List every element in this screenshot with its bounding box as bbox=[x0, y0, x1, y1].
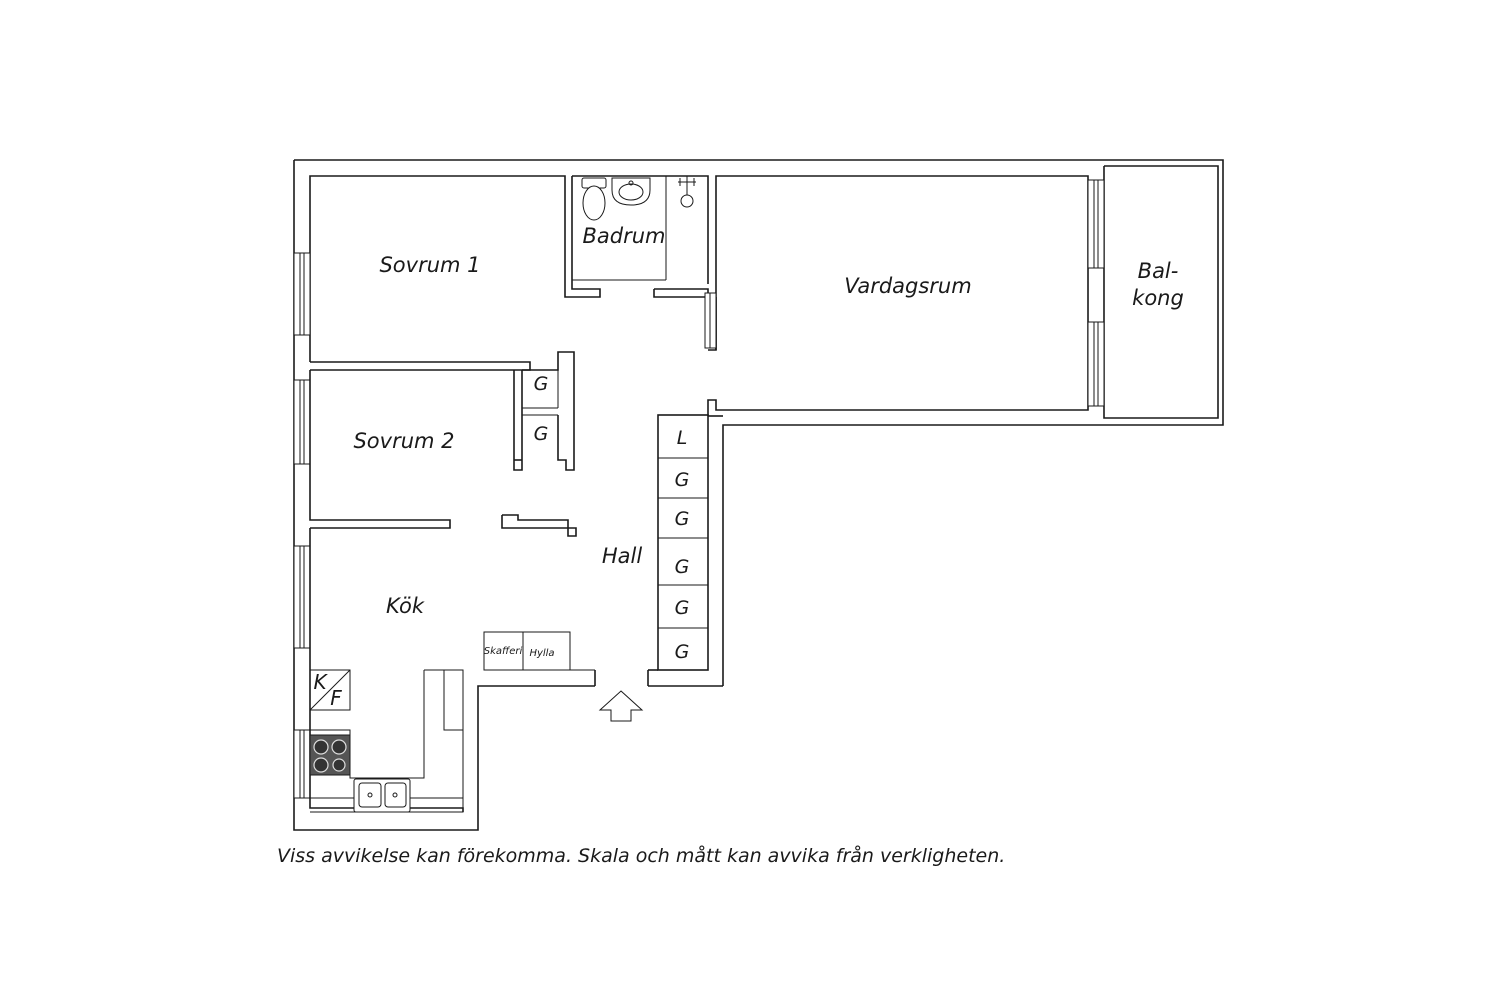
bedroom-2-walls bbox=[309, 370, 523, 529]
stove-icon bbox=[309, 734, 351, 776]
entrance-arrow-icon bbox=[598, 690, 644, 722]
closet-label-wardrobe-1: G bbox=[534, 373, 549, 395]
fridge-label-f: F bbox=[330, 686, 342, 710]
fridge-label-k: K bbox=[313, 670, 328, 694]
room-label-badrum: Badrum bbox=[582, 224, 665, 248]
closet-label-hall-wardrobe-3: G bbox=[675, 556, 690, 578]
room-label-vardagsrum: Vardagsrum bbox=[844, 274, 971, 298]
room-label-balkong-line1: Bal- bbox=[1138, 259, 1179, 283]
closet-label-hall-wardrobe-1: G bbox=[675, 469, 690, 491]
disclaimer-text: Viss avvikelse kan förekomma. Skala och … bbox=[277, 844, 1005, 867]
pantry-shelf-block bbox=[483, 631, 596, 686]
closet-label-hall-wardrobe-4: G bbox=[675, 597, 690, 619]
closet-label-wardrobe-2: G bbox=[534, 423, 549, 445]
toilet-icon bbox=[581, 177, 607, 221]
room-label-balkong-line2: kong bbox=[1132, 286, 1184, 310]
pantry-label: Skafferi bbox=[484, 646, 523, 657]
closet-label-linen: L bbox=[677, 427, 688, 449]
closet-label-hall-wardrobe-2: G bbox=[675, 508, 690, 530]
room-label-sovrum-1: Sovrum 1 bbox=[379, 253, 480, 277]
room-label-hall: Hall bbox=[602, 544, 642, 568]
wardrobe-block bbox=[514, 351, 575, 471]
sink-icon bbox=[611, 177, 651, 206]
shelf-label: Hylla bbox=[529, 648, 554, 659]
bedroom-1-walls bbox=[309, 175, 601, 371]
hall-closets bbox=[647, 414, 709, 686]
room-label-kok: Kök bbox=[386, 594, 425, 618]
windows bbox=[293, 179, 1105, 799]
room-label-sovrum-2: Sovrum 2 bbox=[353, 429, 454, 453]
closet-label-hall-wardrobe-5: G bbox=[675, 641, 690, 663]
shower-icon bbox=[678, 176, 696, 208]
kitchen-sink-icon bbox=[353, 778, 411, 813]
